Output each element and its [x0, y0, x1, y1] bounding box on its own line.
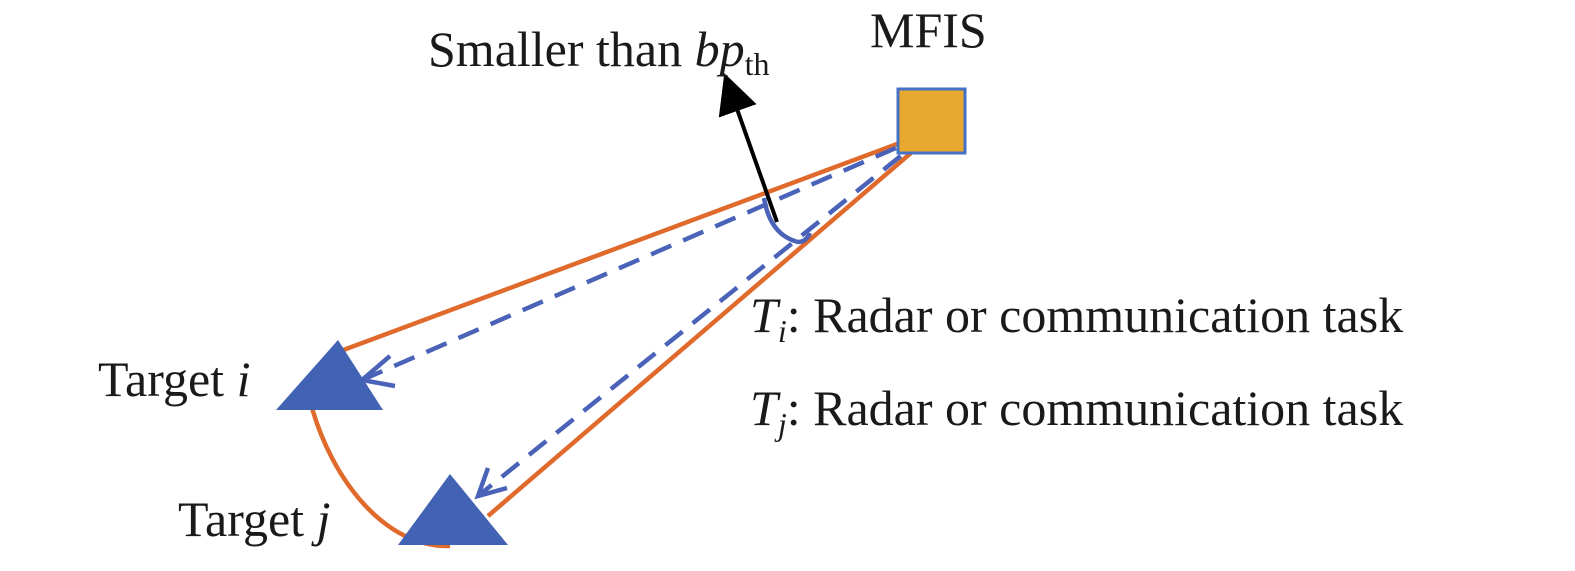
- target-i-label: Target i: [98, 351, 250, 407]
- mfis-label: MFIS: [870, 2, 987, 58]
- dashed-arrowhead-target-j: [474, 467, 508, 500]
- angle-arc: [761, 197, 813, 245]
- threshold-label: Smaller than bpth: [428, 21, 770, 82]
- target-i-triangle: [276, 340, 383, 410]
- target-j-label: Target j: [178, 491, 330, 547]
- solid-line-to-target-j: [486, 126, 942, 518]
- mfis-station-square: [896, 87, 967, 155]
- dashed-line-to-target-i: [361, 131, 929, 383]
- task-j-label: Tj: Radar or communication task: [750, 380, 1403, 442]
- task-i-label: Ti: Radar or communication task: [750, 287, 1403, 349]
- dashed-line-to-target-j: [476, 132, 930, 498]
- solid-line-to-target-i: [337, 125, 941, 355]
- target-j-triangle: [398, 474, 508, 545]
- threshold-pointer-arrow: [718, 73, 779, 223]
